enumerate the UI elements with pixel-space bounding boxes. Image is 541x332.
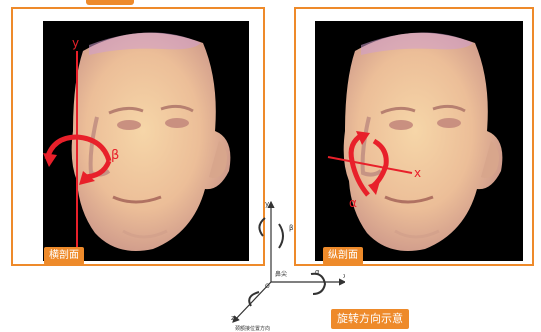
origin-caption: 鼻尖 — [275, 270, 287, 278]
rotation-arrowhead-bottom — [368, 181, 380, 195]
alpha-label: α — [349, 196, 357, 210]
alpha-text: α — [315, 268, 320, 276]
transverse-section-tag: 横剖面 — [44, 247, 84, 265]
rotation-arrowhead-left — [43, 153, 57, 167]
origin-text: O — [265, 283, 270, 290]
z-direction-caption: 颈额接位置方向 — [235, 325, 270, 332]
y-axis-text: y — [265, 200, 269, 208]
top-accent-strip — [86, 0, 134, 5]
beta-label: β — [111, 148, 119, 163]
rotation-arc-right — [372, 141, 386, 187]
y-axis-label: y — [72, 36, 79, 50]
x-rotation-icon — [311, 274, 325, 294]
x-axis-text: x — [343, 272, 345, 280]
rotation-axes-diagram: y x z β α O 鼻尖 颈额接位置方向 — [225, 196, 345, 332]
x-axis-line — [328, 157, 412, 173]
x-axis-label: x — [414, 166, 421, 180]
beta-text: β — [289, 224, 293, 232]
z-axis-text: z — [231, 314, 235, 322]
rotation-direction-caption: 旋转方向示意 — [331, 309, 409, 329]
